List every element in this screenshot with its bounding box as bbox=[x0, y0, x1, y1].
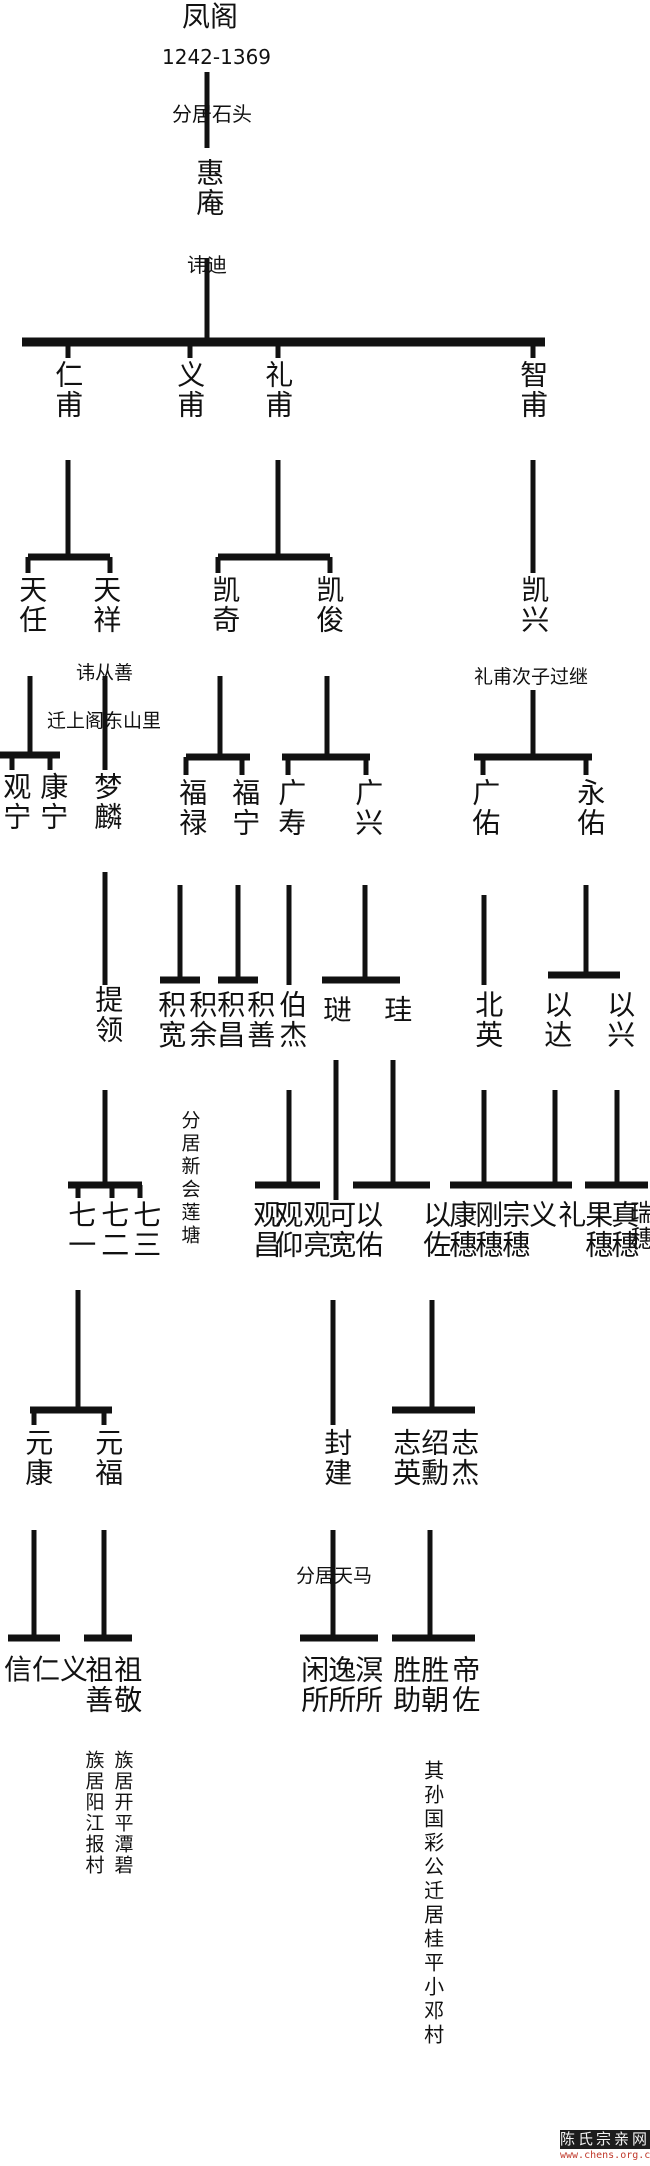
gen4-kaixing: 凯兴 bbox=[517, 575, 551, 635]
founder-name: 凤阁 bbox=[182, 0, 239, 33]
gen6-jishan: 积善 bbox=[243, 990, 277, 1050]
gen7-zhensui: 真穗 bbox=[607, 1200, 641, 1260]
gen7-qisan: 七三 bbox=[129, 1200, 163, 1260]
gen9-zushan-note: 族居阳江报村 bbox=[82, 1750, 105, 1876]
gen7-guanchang: 观昌 bbox=[249, 1200, 283, 1260]
watermark-url: www.chens.org.cn bbox=[560, 2150, 650, 2161]
gen3-zhifu: 智甫 bbox=[516, 360, 550, 420]
gen8-shaoxun: 绍勳 bbox=[417, 1428, 451, 1488]
gen5-fulu: 福禄 bbox=[175, 778, 209, 838]
gen4-kaixing-note: 礼甫次子过继 bbox=[474, 666, 589, 688]
gen6-jiyu: 积余 bbox=[185, 990, 219, 1050]
gen7-yizuo: 以佐 bbox=[419, 1200, 453, 1260]
gen2-name: 惠庵 bbox=[192, 158, 226, 218]
gen6-yida: 以达 bbox=[540, 990, 574, 1050]
gen5-yongyou: 永佑 bbox=[573, 778, 607, 838]
gen7-li: 礼 bbox=[554, 1200, 588, 1230]
gen9-xiansuo: 闲所 bbox=[297, 1655, 331, 1715]
gen7-guosui: 果穗 bbox=[581, 1200, 615, 1260]
gen9-zujing: 祖敬 bbox=[110, 1655, 144, 1715]
gen8-yuankang: 元康 bbox=[21, 1428, 55, 1488]
watermark-title: 陈氏宗亲网 bbox=[560, 2130, 650, 2149]
gen8-fengjian-note: 分居天马 bbox=[296, 1565, 373, 1587]
gen7-qier: 七二 bbox=[97, 1200, 131, 1260]
gen4-tianxiang: 天祥 bbox=[89, 575, 123, 635]
founder-note: 分居石头 bbox=[172, 102, 252, 126]
gen4-tianxiang-note2: 迁上阁东山里 bbox=[47, 710, 162, 732]
gen6-jikuan-note: 分居新会莲塘 bbox=[178, 1110, 201, 1248]
gen7-kangsui: 康穗 bbox=[445, 1200, 479, 1260]
gen9-shengchao: 胜朝 bbox=[417, 1655, 451, 1715]
gen6-bojie: 伯杰 bbox=[275, 990, 309, 1050]
gen8-fengjian: 封建 bbox=[320, 1428, 354, 1488]
gen9-mingsuo: 溟所 bbox=[351, 1655, 385, 1715]
gen6-tiling: 提领 bbox=[91, 985, 125, 1045]
gen6-yixing: 以兴 bbox=[603, 990, 637, 1050]
gen7-qiyi: 七一 bbox=[64, 1200, 98, 1260]
gen5-guangshou: 广寿 bbox=[274, 778, 308, 838]
gen9-zujing-note: 族居开平潭碧 bbox=[111, 1750, 134, 1876]
gen9-zushan: 祖善 bbox=[81, 1655, 115, 1715]
gen7-gangsui: 刚穗 bbox=[471, 1200, 505, 1260]
gen2-note: 讳迪 bbox=[187, 253, 227, 277]
gen9-xinrenyi: 信仁义 bbox=[4, 1653, 89, 1686]
gen4-tianxiang-note1: 讳从善 bbox=[76, 662, 134, 684]
gen4-kaijun: 凯俊 bbox=[312, 575, 346, 635]
gen7-guanyang: 观仰 bbox=[271, 1200, 305, 1260]
gen9-dizuo: 帝佐 bbox=[448, 1655, 482, 1715]
gen3-lifu: 礼甫 bbox=[261, 360, 295, 420]
gen5-menglin: 梦麟 bbox=[90, 772, 124, 832]
gen6-beiying: 北英 bbox=[471, 990, 505, 1050]
gen5-guangxing: 广兴 bbox=[351, 778, 385, 838]
watermark: 陈氏宗亲网 www.chens.org.cn bbox=[560, 2130, 650, 2166]
founder-years: 1242-1369 bbox=[162, 45, 272, 69]
gen5-funing: 福宁 bbox=[228, 778, 262, 838]
gen6-jichang: 积昌 bbox=[213, 990, 247, 1050]
gen8-zhiying: 志英 bbox=[389, 1428, 423, 1488]
gen7-zongsui: 宗穗 bbox=[498, 1200, 532, 1260]
gen3-renfu: 仁甫 bbox=[51, 360, 85, 420]
gen5-guanning: 观宁 bbox=[0, 772, 33, 832]
gen3-yifu: 义甫 bbox=[173, 360, 207, 420]
gen7-kekuan: 可宽 bbox=[324, 1200, 358, 1260]
gen6-gui: 珪 bbox=[380, 995, 414, 1025]
gen9-yisuo: 逸所 bbox=[324, 1655, 358, 1715]
gen5-guangyou: 广佑 bbox=[468, 778, 502, 838]
gen6-jikuan: 积宽 bbox=[154, 990, 188, 1050]
gen4-tianren: 天任 bbox=[15, 575, 49, 635]
gen7-guanliang: 观亮 bbox=[299, 1200, 333, 1260]
gen7-yi: 义 bbox=[525, 1200, 559, 1230]
gen7-yiyou: 以佑 bbox=[351, 1200, 385, 1260]
gen9-shengzhu: 胜助 bbox=[389, 1655, 423, 1715]
gen8-zhijie: 志杰 bbox=[447, 1428, 481, 1488]
gen7-ruisui: 瑞穗 bbox=[625, 1200, 650, 1252]
gen6-jin: 琎 bbox=[319, 995, 353, 1025]
gen4-kaiqi: 凯奇 bbox=[208, 575, 242, 635]
gen5-kangning: 康宁 bbox=[36, 772, 70, 832]
gen8-yuanfu: 元福 bbox=[91, 1428, 125, 1488]
gen9-shengchao-note: 其孙国彩公迁居桂平小邓村 bbox=[420, 1760, 445, 2048]
